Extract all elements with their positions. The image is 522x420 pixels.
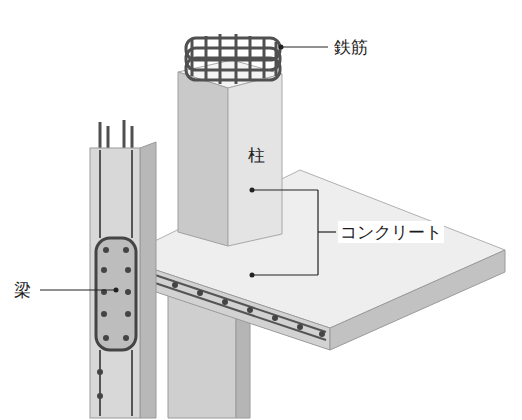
- slab-rebar: [128, 274, 326, 340]
- wall-rebar: [100, 120, 132, 150]
- leader-lines: [40, 47, 336, 290]
- column-left-face: [178, 72, 228, 246]
- part-label: 鉄筋: [332, 36, 370, 58]
- slab-rebar: [128, 266, 326, 332]
- part-label: 柱: [246, 144, 267, 166]
- beam-section: [96, 238, 136, 350]
- part-label: 梁: [12, 279, 33, 301]
- wall-side: [140, 142, 156, 418]
- part-label: コンクリート: [338, 221, 444, 243]
- wall-front: [90, 148, 140, 418]
- leader-dots: [114, 45, 284, 293]
- slab-side: [330, 250, 505, 350]
- beam-rebar-dots: [97, 247, 131, 399]
- column-front-face: [228, 74, 282, 246]
- rebar-cage: [186, 34, 280, 84]
- slab-rebar-dots: [147, 274, 325, 337]
